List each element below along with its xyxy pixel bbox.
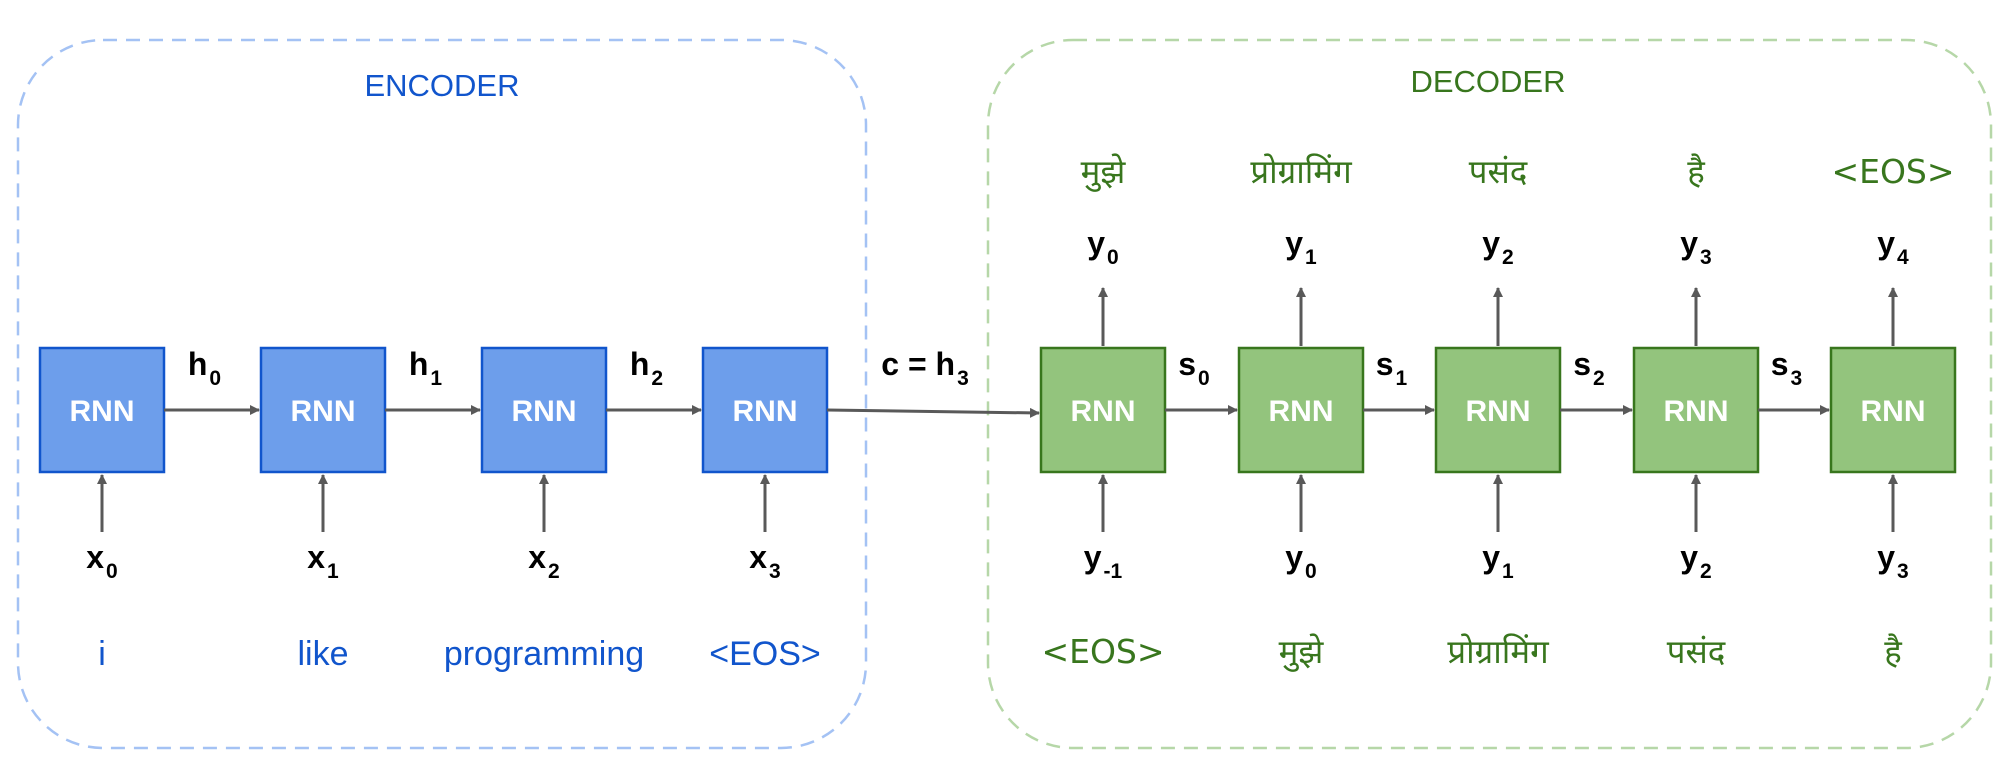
encoder-rnn-cell-2-box bbox=[480, 346, 608, 474]
decoder-rnn-cell-0-box bbox=[1039, 346, 1167, 474]
encoder-hidden-var-2: h2 bbox=[630, 346, 663, 390]
encoder-input-var-1: x1 bbox=[307, 539, 339, 583]
encoder-rnn-cell-2: RNN bbox=[480, 346, 608, 474]
encoder-rnn-cell-3: RNN bbox=[701, 346, 829, 474]
encoder-rnn-cell-0-box bbox=[38, 346, 166, 474]
encoder-title: ENCODER bbox=[364, 68, 519, 103]
decoder-rnn-cell-3-box bbox=[1632, 346, 1760, 474]
decoder-rnn-cell-3: RNN bbox=[1632, 346, 1760, 474]
encoder-rnn-cell-3-box bbox=[701, 346, 829, 474]
decoder-layer: RNN y-1 <EOS> RNN y0 मुझे RNN y1 प्रोग्रामिंग RNN… bbox=[1039, 152, 1957, 672]
decoder-rnn-cell-0-label: RNN bbox=[1071, 395, 1136, 428]
encoder-rnn-cell-1-label: RNN bbox=[291, 395, 356, 428]
decoder-output-var-0: y0 bbox=[1087, 225, 1118, 269]
decoder-input-word-1: मुझे bbox=[1279, 632, 1325, 672]
decoder-rnn-cell-4: RNN bbox=[1829, 346, 1957, 474]
encoder-input-word-2: programming bbox=[444, 635, 644, 673]
decoder-state-var-2: s2 bbox=[1573, 346, 1604, 390]
decoder-output-var-1: y1 bbox=[1285, 225, 1317, 269]
decoder-input-word-4: है bbox=[1884, 632, 1902, 671]
decoder-input-word-2: प्रोग्रामिंग bbox=[1447, 632, 1550, 671]
encoder-rnn-cell-3-label: RNN bbox=[733, 395, 798, 428]
decoder-output-word-3: है bbox=[1687, 152, 1705, 191]
decoder-output-var-2: y2 bbox=[1482, 225, 1513, 269]
encoder-region bbox=[16, 38, 868, 750]
decoder-output-word-0: मुझे bbox=[1081, 152, 1127, 192]
decoder-output-var-4: y4 bbox=[1877, 225, 1909, 269]
decoder-state-var-1: s1 bbox=[1376, 346, 1408, 390]
decoder-rnn-cell-1-label: RNN bbox=[1269, 395, 1334, 428]
decoder-input-word-0: <EOS> bbox=[1041, 632, 1164, 671]
decoder-rnn-cell-3-label: RNN bbox=[1664, 395, 1729, 428]
decoder-input-word-3: पसंद bbox=[1667, 632, 1726, 671]
encoder-input-word-0: i bbox=[98, 635, 106, 673]
encoder-hidden-var-1: h1 bbox=[409, 346, 443, 390]
decoder-output-word-2: पसंद bbox=[1469, 152, 1528, 191]
context-layer: c = h3 bbox=[826, 346, 1040, 418]
decoder-rnn-cell-1: RNN bbox=[1237, 346, 1365, 474]
decoder-rnn-cell-4-box bbox=[1829, 346, 1957, 474]
encoder-input-var-3: x3 bbox=[749, 539, 780, 583]
decoder-rnn-cell-0: RNN bbox=[1039, 346, 1167, 474]
context-arrow bbox=[826, 407, 1040, 418]
decoder-rnn-cell-4-label: RNN bbox=[1861, 395, 1926, 428]
decoder-input-var-1: y0 bbox=[1285, 539, 1316, 583]
encoder-rnn-cell-0-label: RNN bbox=[70, 395, 135, 428]
encoder-input-var-2: x2 bbox=[528, 539, 559, 583]
encoder-input-word-1: like bbox=[297, 635, 348, 673]
decoder-output-word-1: प्रोग्रामिंग bbox=[1250, 152, 1353, 191]
decoder-region bbox=[986, 38, 1993, 750]
decoder-output-var-3: y3 bbox=[1680, 225, 1711, 269]
decoder-state-var-0: s0 bbox=[1178, 346, 1209, 390]
decoder-rnn-cell-2-label: RNN bbox=[1466, 395, 1531, 428]
decoder-output-word-4: <EOS> bbox=[1831, 152, 1954, 191]
encoder-hidden-var-0: h0 bbox=[188, 346, 221, 390]
encoder-rnn-cell-1: RNN bbox=[259, 346, 387, 474]
encoder-rnn-cell-2-label: RNN bbox=[512, 395, 577, 428]
decoder-title: DECODER bbox=[1410, 64, 1565, 99]
decoder-input-var-2: y1 bbox=[1482, 539, 1514, 583]
decoder-input-var-0: y-1 bbox=[1084, 539, 1123, 583]
encoder-input-var-0: x0 bbox=[86, 539, 117, 583]
decoder-rnn-cell-2-box bbox=[1434, 346, 1562, 474]
encoder-input-word-3: <EOS> bbox=[709, 635, 821, 673]
decoder-input-var-4: y3 bbox=[1877, 539, 1908, 583]
decoder-state-var-3: s3 bbox=[1771, 346, 1802, 390]
decoder-input-var-3: y2 bbox=[1680, 539, 1711, 583]
context-label: c = h3 bbox=[881, 346, 969, 390]
decoder-rnn-cell-1-box bbox=[1237, 346, 1365, 474]
encoder-layer: RNN x0 i RNN x1 like RNN x2 programming RNN x3 <EOS… bbox=[38, 346, 829, 673]
encoder-rnn-cell-0: RNN bbox=[38, 346, 166, 474]
decoder-rnn-cell-2: RNN bbox=[1434, 346, 1562, 474]
